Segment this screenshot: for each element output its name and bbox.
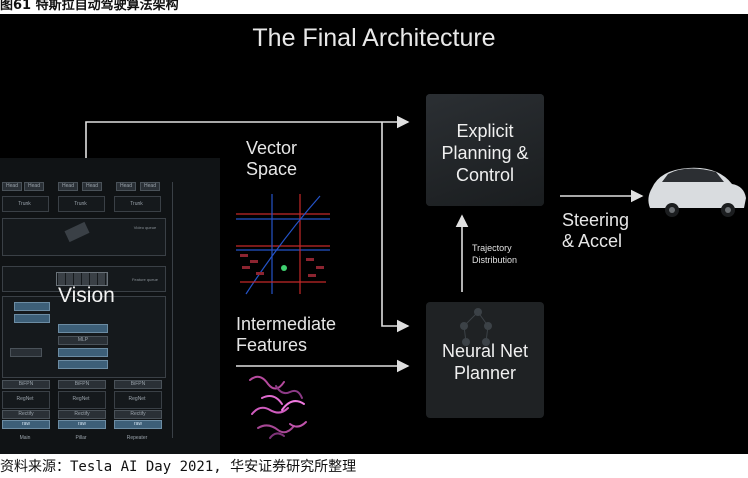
regnet-block	[114, 391, 162, 409]
camera-label: Main	[19, 435, 31, 441]
feature-queue-cells	[56, 272, 108, 286]
head-block: Head	[116, 182, 136, 191]
rectify-block: Rectify	[114, 410, 162, 419]
bifpn-block: BiFPN	[58, 380, 106, 389]
vision-network-panel: Head Head Head Head Head Head Trunk Trun…	[0, 158, 220, 454]
connector-arrows	[85, 115, 644, 373]
regnet-label: RegNet	[128, 396, 146, 402]
vector-space-label: Vector Space	[246, 138, 298, 179]
trunk-label: Trunk	[18, 201, 31, 207]
slide-title: The Final Architecture	[252, 24, 496, 52]
figure-caption: 图61 特斯拉自动驾驶算法架构	[0, 0, 179, 13]
head-block: Head	[24, 182, 44, 191]
trunk-block	[58, 196, 105, 212]
head-block: Head	[140, 182, 160, 191]
raw-input-block: raw	[114, 420, 162, 429]
feature-queue-label: Feature queue	[131, 277, 159, 282]
regnet-label: RegNet	[72, 396, 90, 402]
head-block: Head	[82, 182, 102, 191]
raw-input-block: raw	[2, 420, 50, 429]
trunk-block	[114, 196, 161, 212]
explicit-planning-label: Explicit Planning & Control	[441, 121, 529, 185]
explicit-planning-box: Explicit Planning & Control	[426, 94, 544, 206]
neural-net-planner-label: Neural Net Planner	[441, 341, 529, 383]
rectify-block: Rectify	[2, 410, 50, 419]
vision-label: Vision	[58, 284, 115, 307]
bifpn-block: BiFPN	[2, 380, 50, 389]
regnet-block	[2, 391, 50, 409]
head-block: Head	[58, 182, 78, 191]
panel-divider	[172, 182, 173, 438]
vector-space-map	[236, 194, 330, 295]
pool-block	[10, 348, 42, 357]
rectify-block: Rectify	[58, 410, 106, 419]
intermediate-features-label: Intermediate Features	[236, 314, 337, 355]
camera-label: Repeater	[126, 435, 148, 441]
regnet-block	[58, 391, 106, 409]
intermediate-features-visual	[249, 375, 307, 439]
search-tree-graphic	[460, 308, 492, 346]
raw-input-block: raw	[58, 420, 106, 429]
regnet-label: RegNet	[16, 396, 34, 402]
car-image	[648, 167, 746, 217]
feature-queue	[2, 266, 166, 292]
road-thumbnail	[426, 94, 544, 206]
camera-label: Pillar	[75, 435, 87, 441]
steering-accel-label: Steering & Accel	[562, 210, 630, 251]
mlp-block: MLP	[58, 336, 108, 345]
trajectory-label: Trajectory Distribution	[472, 243, 518, 265]
trunk-label: Trunk	[74, 201, 87, 207]
bifpn-block: BiFPN	[114, 380, 162, 389]
transformer-block	[14, 314, 50, 323]
neural-net-planner-box: Neural Net Planner	[426, 302, 544, 418]
figure-source: 资料来源：Tesla AI Day 2021, 华安证券研究所整理	[0, 459, 357, 475]
transformer-block	[14, 302, 50, 311]
positional-block	[58, 348, 108, 357]
trunk-block	[2, 196, 49, 212]
trunk-label: Trunk	[130, 201, 143, 207]
head-block: Head	[2, 182, 22, 191]
fusion-block	[58, 324, 108, 333]
video-queue-label: Video queue	[133, 225, 157, 230]
architecture-slide: The Final Architecture Head Head Head He…	[0, 14, 748, 454]
positional-block	[58, 360, 108, 369]
